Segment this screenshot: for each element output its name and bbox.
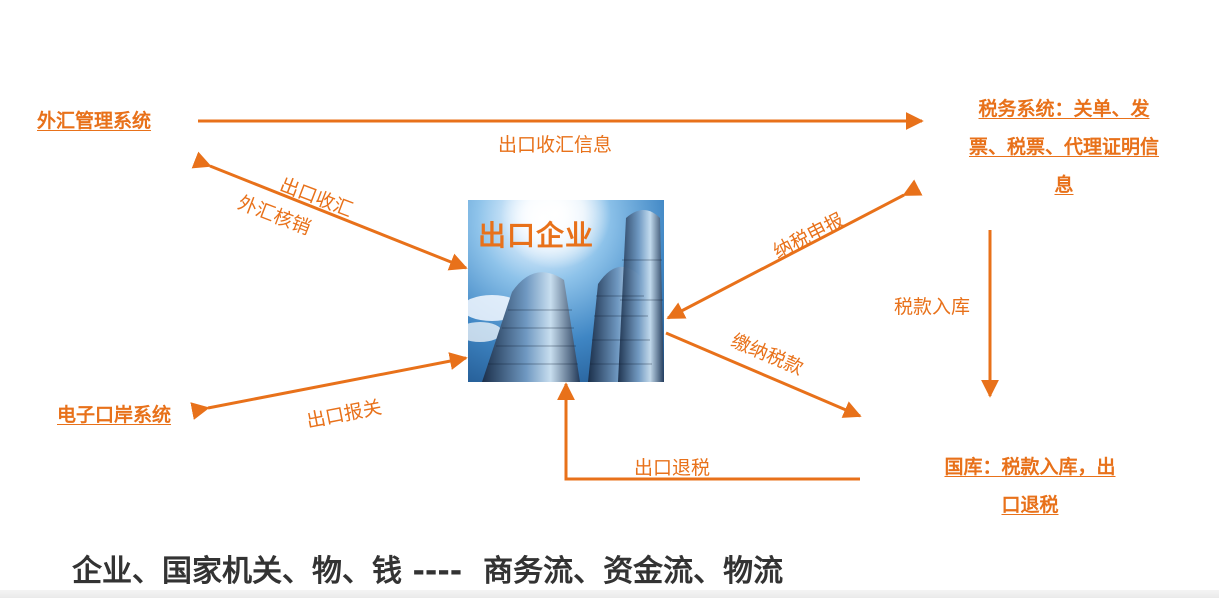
arrow-enterprise-to-treasury <box>665 331 862 418</box>
node-tax-system: 税务系统：关单、发票、税票、代理证明信息 <box>968 98 1159 196</box>
label-export-refund: 出口退税 <box>634 457 711 479</box>
label-tax-to-treasury: 税款入库 <box>894 296 971 318</box>
arrow-eport-enterprise <box>190 352 468 420</box>
node-treasury: 国库：税款入库，出口退税 <box>944 456 1116 516</box>
arrow-treasury-to-enterprise <box>557 382 860 481</box>
arrow-forex-enterprise <box>191 151 468 271</box>
node-forex-system: 外汇管理系统 <box>37 110 152 132</box>
node-eport-system: 电子口岸系统 <box>57 404 172 426</box>
footer-summary: 企业、国家机关、物、钱 ---- 商务流、资金流、物流 <box>72 554 784 589</box>
center-enterprise-image: 出口企业 <box>468 200 664 382</box>
skyscraper-illustration <box>468 200 664 382</box>
bottom-band <box>0 590 1219 598</box>
arrow-tax-enterprise <box>666 179 923 320</box>
label-export-forex-info: 出口收汇信息 <box>498 134 613 156</box>
center-title: 出口企业 <box>478 219 595 252</box>
